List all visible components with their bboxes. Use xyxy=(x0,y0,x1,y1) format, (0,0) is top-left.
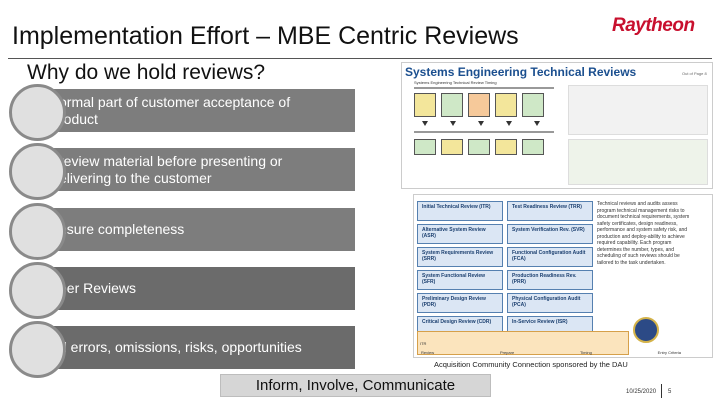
bullet-4-line1: eer Reviews xyxy=(59,280,137,296)
review-item: System Functional Review (SFR) xyxy=(417,270,503,290)
reviews-description: Technical reviews and audits assess prog… xyxy=(597,201,690,266)
review-box xyxy=(522,139,544,155)
reviews-left-column: Initial Technical Review (ITR) Alternati… xyxy=(417,201,503,339)
review-box xyxy=(495,139,517,155)
dau-seal-icon xyxy=(633,317,659,343)
bullet-bar-1: ormal part of customer acceptance of rod… xyxy=(31,89,355,132)
milestone-triangle xyxy=(450,121,456,126)
technical-reviews-figure: Initial Technical Review (ITR) Alternati… xyxy=(413,194,713,358)
review-strip xyxy=(414,131,554,133)
phase-label: Entry Criteria xyxy=(657,350,681,355)
slide-title: Implementation Effort – MBE Centric Revi… xyxy=(12,22,519,50)
title-divider xyxy=(8,58,712,59)
phase-box xyxy=(522,93,544,117)
bullet-circle-3 xyxy=(9,203,66,260)
reviews-mid-column: Test Readiness Review (TRR) System Verif… xyxy=(507,201,593,339)
bullet-circle-4 xyxy=(9,262,66,319)
review-box xyxy=(414,139,436,155)
bullet-2-line2: elivering to the customer xyxy=(59,170,212,186)
review-item: System Verification Rev. (SVR) xyxy=(507,224,593,244)
timing-strip-label: ITR xyxy=(420,341,427,346)
review-item: Preliminary Design Review (PDR) xyxy=(417,293,503,313)
phase-box xyxy=(495,93,517,117)
review-flow xyxy=(414,139,544,155)
bullet-5-line1: d errors, omissions, risks, opportunitie… xyxy=(59,339,302,355)
review-item: Production Readiness Rev. (PRR) xyxy=(507,270,593,290)
phase-box xyxy=(414,93,436,117)
review-phase-labels: Review Prepare Timing Entry Criteria xyxy=(421,350,681,355)
se-technical-reviews-figure: Systems Engineering Technical Reviews Ou… xyxy=(401,62,713,189)
phase-flow xyxy=(414,93,544,117)
milestone-triangle xyxy=(478,121,484,126)
review-timing-strip xyxy=(417,331,629,355)
phase-box xyxy=(468,93,490,117)
page-number: 5 xyxy=(668,389,672,395)
figure-top-subheading: Systems Engineering Technical Review Tim… xyxy=(414,80,497,85)
timeline-strip xyxy=(414,87,554,89)
bullet-circle-1 xyxy=(9,84,66,141)
bullet-bar-2: review material before presenting or eli… xyxy=(31,148,355,191)
figure-caption: Acquisition Community Connection sponsor… xyxy=(434,360,628,369)
bullet-2-line1: review material before presenting or xyxy=(59,153,283,169)
bullet-bar-3: nsure completeness xyxy=(31,208,355,251)
legend-note xyxy=(568,85,708,135)
slide-date: 10/25/2020 xyxy=(626,389,657,395)
review-box xyxy=(441,139,463,155)
raytheon-logo: Raytheon xyxy=(612,15,695,36)
review-box xyxy=(468,139,490,155)
milestone-triangle xyxy=(506,121,512,126)
bullet-1-line1: ormal part of customer acceptance of xyxy=(59,94,291,110)
review-item: Physical Configuration Audit (PCA) xyxy=(507,293,593,313)
phase-label: Prepare xyxy=(499,350,515,355)
figure-top-tag: Out of Page 8 xyxy=(682,71,707,76)
review-item: Alternative System Review (ASR) xyxy=(417,224,503,244)
bullet-bar-4: eer Reviews xyxy=(31,267,355,310)
review-item: System Requirements Review (SRR) xyxy=(417,247,503,267)
figure-top-title: Systems Engineering Technical Reviews xyxy=(405,65,637,79)
milestone-triangle xyxy=(422,121,428,126)
bullet-bar-5: d errors, omissions, risks, opportunitie… xyxy=(31,326,355,369)
slide-subtitle: Why do we hold reviews? xyxy=(27,61,266,84)
phase-label: Timing xyxy=(579,350,592,355)
bullet-1-line2: roduct xyxy=(59,111,98,127)
review-item: Functional Configuration Audit (FCA) xyxy=(507,247,593,267)
phase-label: Review xyxy=(421,350,435,355)
milestone-triangle xyxy=(534,121,540,126)
bullet-3-line1: nsure completeness xyxy=(59,221,185,237)
tagline: Inform, Involve, Communicate xyxy=(220,374,491,397)
review-item: Initial Technical Review (ITR) xyxy=(417,201,503,221)
acronym-list xyxy=(568,139,708,185)
review-item: Test Readiness Review (TRR) xyxy=(507,201,593,221)
footer-divider xyxy=(661,384,662,398)
bullet-circle-5 xyxy=(9,321,66,378)
bullet-circle-2 xyxy=(9,143,66,200)
phase-box xyxy=(441,93,463,117)
